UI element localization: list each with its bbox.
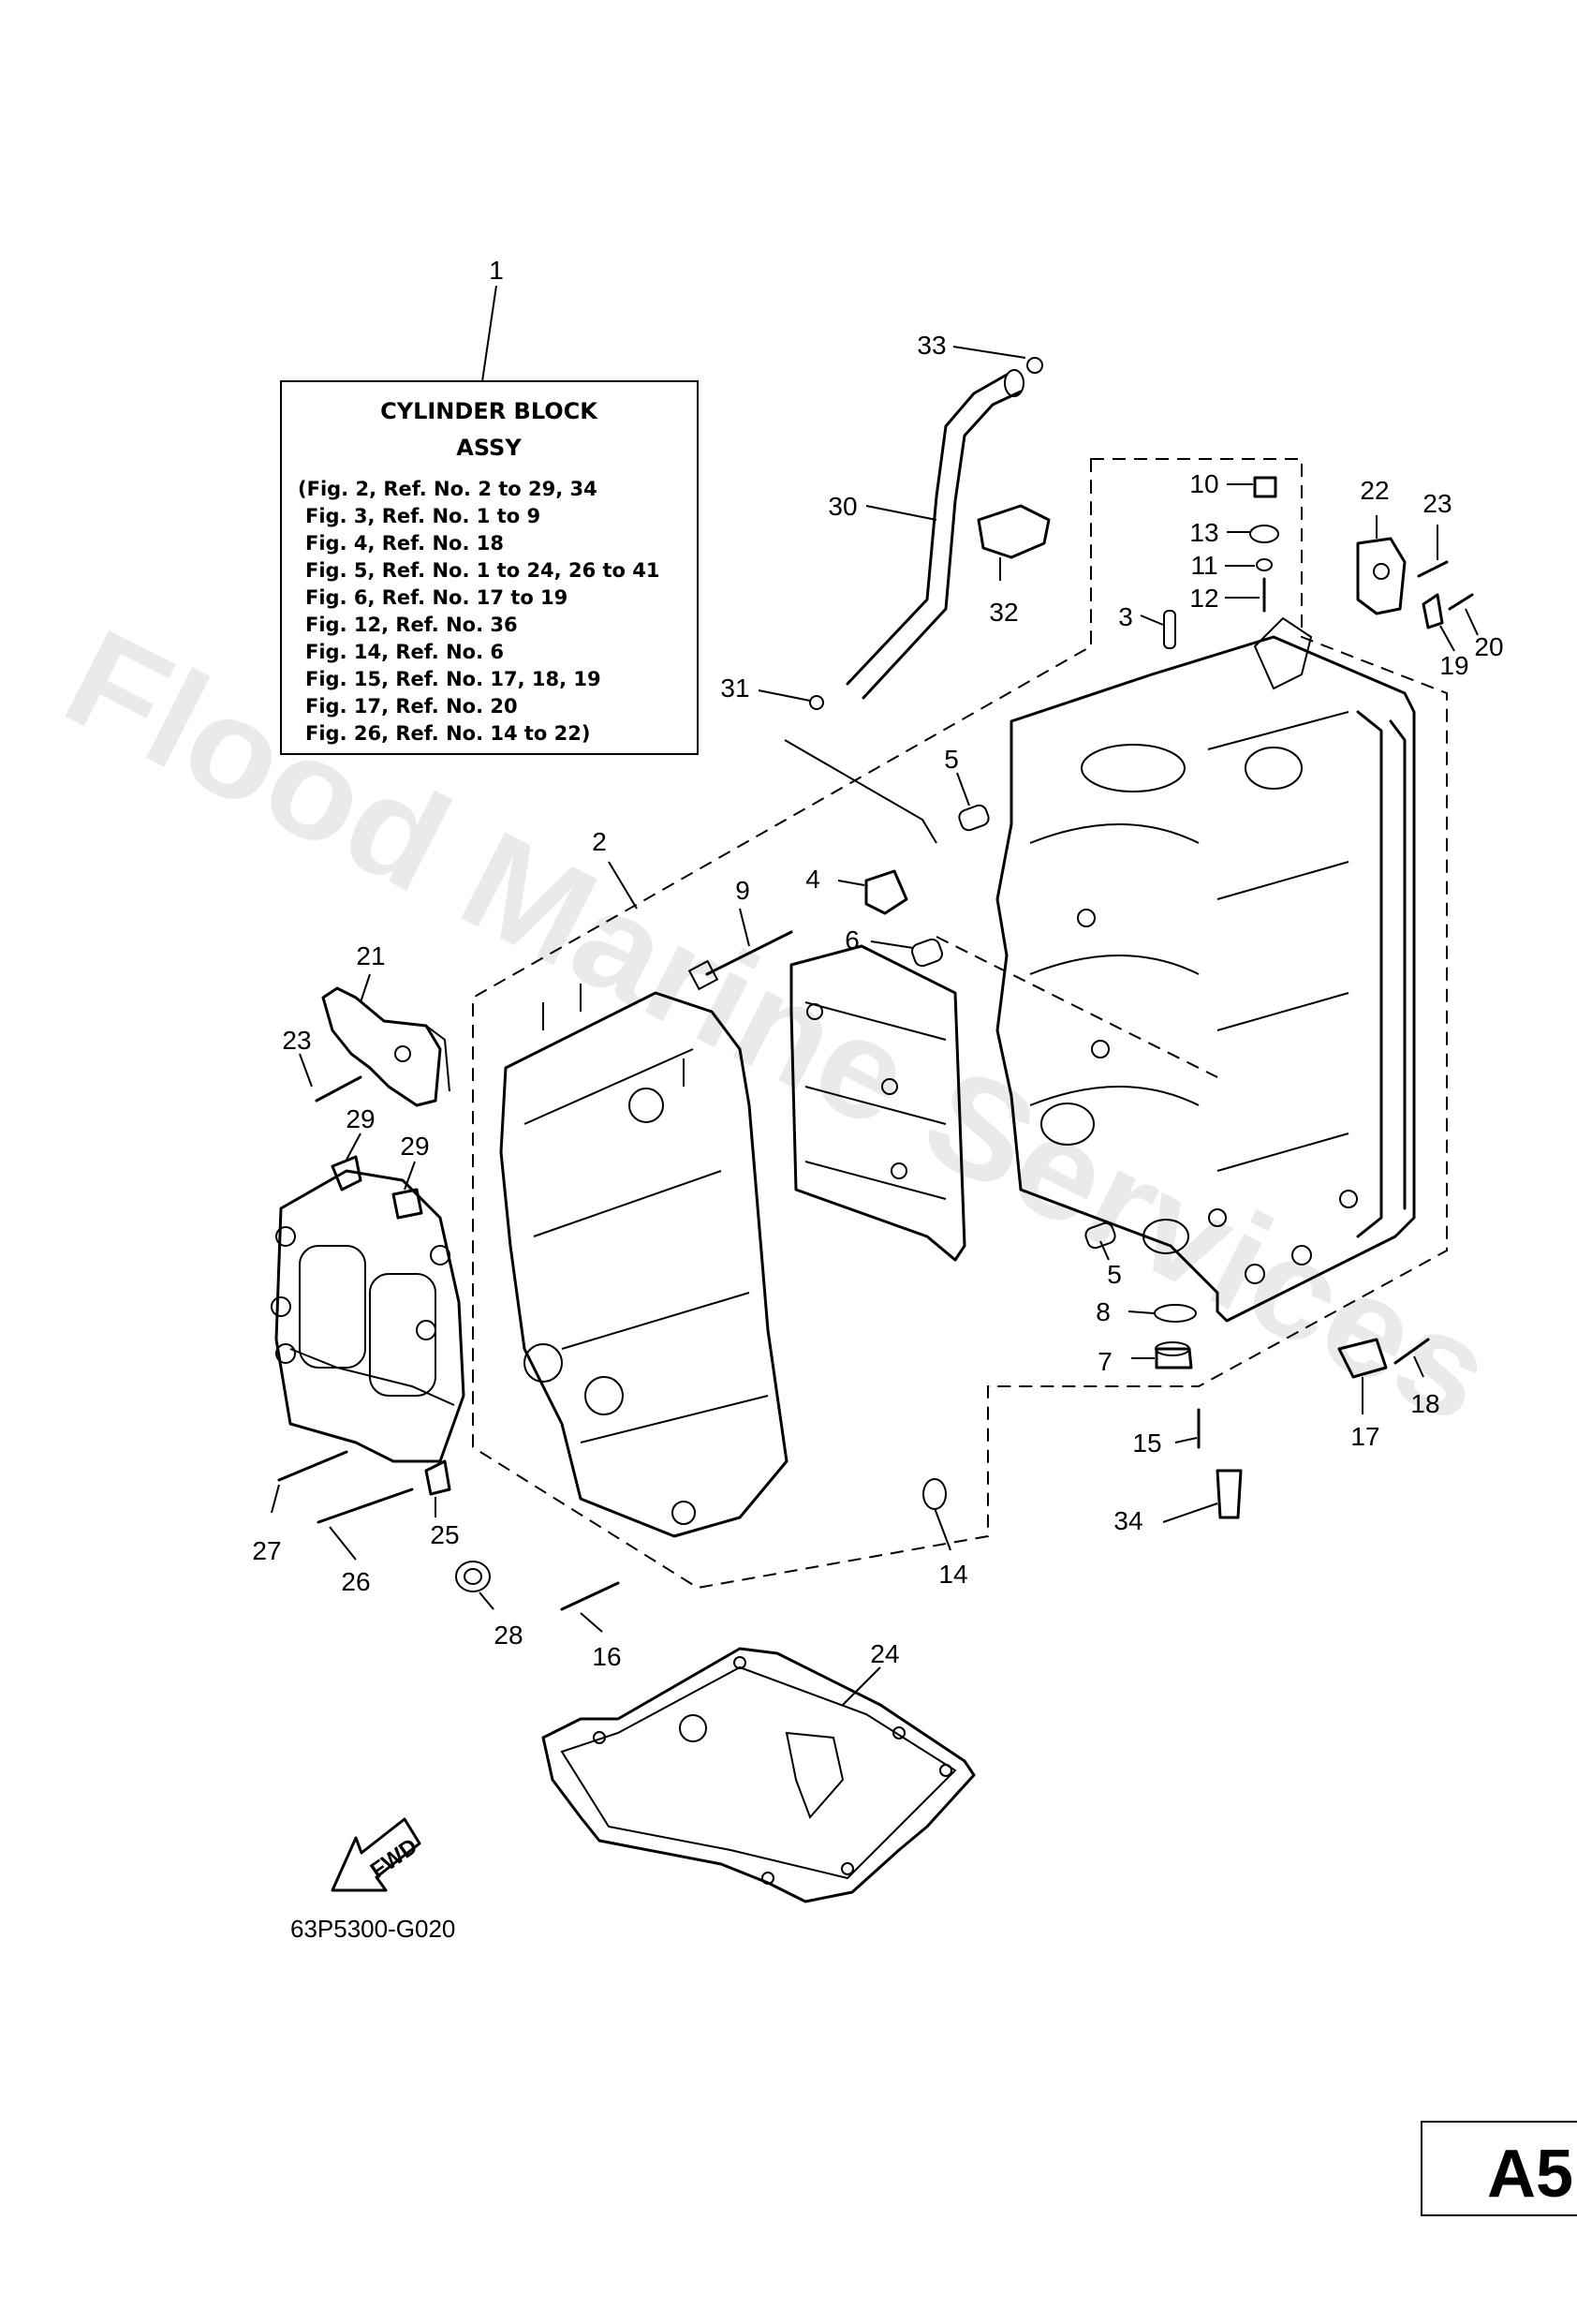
callout-2: 2 xyxy=(592,827,607,856)
info-ref-line: Fig. 26, Ref. No. 14 to 22) xyxy=(305,722,591,745)
hose xyxy=(846,369,1024,700)
callout-29: 29 xyxy=(346,1104,375,1133)
info-ref-line: Fig. 17, Ref. No. 20 xyxy=(305,695,518,718)
callout-31: 31 xyxy=(720,674,749,703)
info-ref-line: Fig. 6, Ref. No. 17 to 19 xyxy=(305,586,567,609)
callout-3: 3 xyxy=(1118,602,1133,631)
callout-9: 9 xyxy=(735,876,750,905)
leader-lines xyxy=(271,346,1479,1706)
callout-20: 20 xyxy=(1474,632,1503,661)
page-tag-box: A5 xyxy=(1421,2121,1577,2216)
info-title-line1: CYLINDER BLOCK xyxy=(380,398,598,424)
callout-33: 33 xyxy=(917,331,946,360)
cylinder-block xyxy=(936,616,1416,1323)
callout-8: 8 xyxy=(1096,1297,1111,1326)
callout-24: 24 xyxy=(870,1639,899,1668)
callout-12: 12 xyxy=(1189,584,1218,613)
callout-5: 5 xyxy=(944,745,959,774)
info-title-line2: ASSY xyxy=(456,435,522,461)
callout-30: 30 xyxy=(828,492,857,521)
callout-21: 21 xyxy=(356,941,385,970)
info-ref-line: Fig. 4, Ref. No. 18 xyxy=(305,532,504,555)
callout-25: 25 xyxy=(430,1520,459,1549)
callout-22: 22 xyxy=(1360,476,1389,505)
callout-23: 23 xyxy=(282,1026,311,1055)
callout-10: 10 xyxy=(1189,469,1218,498)
fwd-arrow-icon: FWD xyxy=(331,1817,422,1892)
small-parts xyxy=(277,357,1474,1611)
callout-28: 28 xyxy=(494,1621,523,1650)
bracket-21 xyxy=(321,986,450,1107)
info-ref-line: (Fig. 2, Ref. No. 2 to 29, 34 xyxy=(298,478,597,500)
info-ref-line: Fig. 12, Ref. No. 36 xyxy=(305,614,518,636)
drawing-code: 63P5300-G020 xyxy=(290,1915,455,1943)
callout-7: 7 xyxy=(1098,1347,1113,1376)
callout-5: 5 xyxy=(1107,1260,1122,1289)
callout-26: 26 xyxy=(341,1567,370,1596)
callout-15: 15 xyxy=(1132,1428,1161,1458)
callout-6: 6 xyxy=(845,925,860,955)
gasket xyxy=(541,1647,976,1903)
callout-14: 14 xyxy=(938,1560,967,1589)
side-assembly xyxy=(271,1169,465,1463)
info-ref-line: Fig. 5, Ref. No. 1 to 24, 26 to 41 xyxy=(305,559,660,582)
info-ref-line: Fig. 15, Ref. No. 17, 18, 19 xyxy=(305,668,601,690)
crankcase xyxy=(499,984,788,1538)
callout-34: 34 xyxy=(1113,1506,1142,1535)
assembly-boundary xyxy=(472,458,1448,1590)
callout-11: 11 xyxy=(1190,551,1217,580)
callout-18: 18 xyxy=(1410,1389,1439,1418)
callout-23: 23 xyxy=(1422,489,1452,518)
callout-1: 1 xyxy=(489,256,504,285)
callout-32: 32 xyxy=(989,598,1018,627)
callout-17: 17 xyxy=(1350,1422,1379,1451)
info-ref-line: Fig. 3, Ref. No. 1 to 9 xyxy=(305,505,540,527)
callout-29: 29 xyxy=(400,1132,429,1161)
callout-13: 13 xyxy=(1189,518,1218,547)
callout-4: 4 xyxy=(805,865,820,894)
page-tag: A5 xyxy=(1487,2137,1573,2212)
callout-16: 16 xyxy=(592,1642,621,1671)
exhaust-cover xyxy=(789,944,966,1262)
info-ref-line: Fig. 14, Ref. No. 6 xyxy=(305,641,504,663)
callout-27: 27 xyxy=(252,1536,281,1565)
callout-numbers: 1 2 3 4 5 5 6 7 8 9 10 11 12 13 14 15 16… xyxy=(252,256,1503,1671)
callout-19: 19 xyxy=(1439,651,1468,680)
assembly-info-box: CYLINDER BLOCK ASSY (Fig. 2, Ref. No. 2 … xyxy=(280,380,699,755)
